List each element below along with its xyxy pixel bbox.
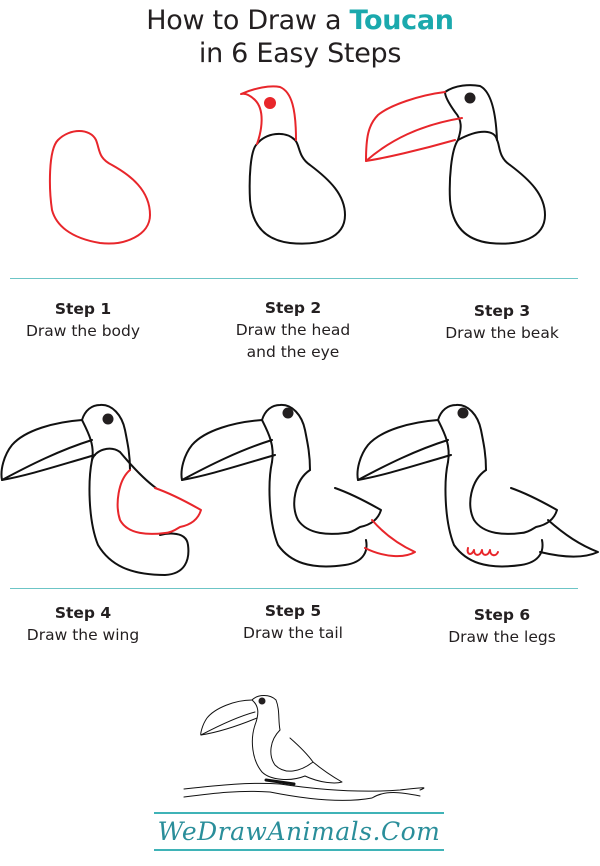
- step-5: Step 5 Draw the tail: [203, 600, 383, 644]
- title-prefix: How to Draw a: [146, 5, 350, 36]
- step-desc: Draw the body: [25, 322, 141, 340]
- step-label: Step 2: [264, 299, 322, 317]
- divider-top: [10, 278, 578, 279]
- step-label: Step 3: [473, 302, 531, 320]
- step-6: Step 6 Draw the legs: [412, 604, 592, 648]
- logo-bar-top: [154, 812, 444, 814]
- step-desc: Draw the legs: [448, 628, 556, 646]
- step-desc: Draw the tail: [243, 624, 343, 642]
- step3-drawing: [365, 84, 546, 245]
- page-title: How to Draw a Toucan: [0, 4, 600, 38]
- step-3: Step 3 Draw the beak: [412, 300, 592, 344]
- step-desc: Draw the beak: [445, 324, 559, 342]
- step-desc: Draw the wing: [26, 626, 140, 644]
- step-1: Step 1 Draw the body: [0, 298, 173, 342]
- step1-drawing: [48, 130, 151, 245]
- step-label: Step 5: [264, 602, 322, 620]
- step-label: Step 1: [54, 300, 112, 318]
- final-toucan-sketch: [183, 695, 425, 801]
- step-label: Step 4: [54, 604, 112, 622]
- divider-bottom: [10, 588, 578, 589]
- page-subtitle: in 6 Easy Steps: [198, 38, 402, 69]
- step6-drawing: [356, 403, 599, 568]
- step-desc: Draw the head: [235, 321, 351, 339]
- step5-drawing: [180, 403, 416, 568]
- site-logo: WeDrawAnimals.Com: [154, 812, 444, 852]
- step-2: Step 2 Draw the head and the eye: [203, 297, 383, 363]
- step2-drawing: [240, 85, 346, 245]
- step-desc-2: and the eye: [246, 343, 340, 361]
- step-4: Step 4 Draw the wing: [0, 602, 173, 646]
- logo-bar-bottom: [154, 849, 444, 851]
- logo-text: WeDrawAnimals.Com: [157, 817, 441, 846]
- step-label: Step 6: [473, 606, 531, 624]
- step4-drawing: [0, 403, 202, 576]
- title-accent: Toucan: [349, 5, 454, 36]
